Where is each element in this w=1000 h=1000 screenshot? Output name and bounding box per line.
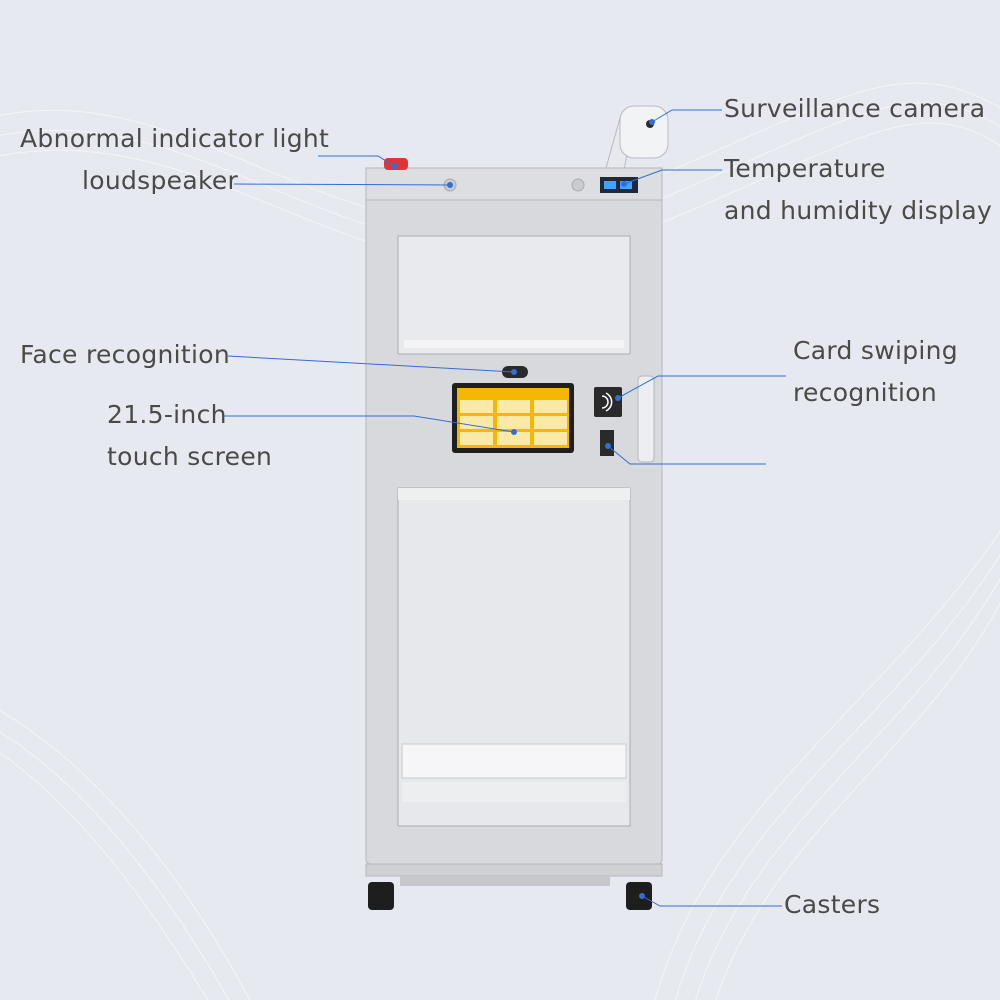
label-abnormal-indicator-light: Abnormal indicator light — [20, 124, 330, 153]
label-face-recognition: Face recognition — [20, 340, 230, 369]
label-touch-screen: touch screen — [107, 442, 273, 471]
label-casters: Casters — [784, 890, 881, 919]
indicator-light — [384, 158, 408, 170]
upper-window — [397, 235, 631, 355]
label-humidity-display: and humidity display — [724, 196, 993, 225]
speaker-grille-right — [571, 178, 585, 192]
caster-right — [626, 882, 652, 910]
speaker-grille-left — [443, 178, 457, 192]
label-card-swiping: Card swiping — [793, 336, 958, 365]
label-loudspeaker: loudspeaker — [82, 166, 239, 195]
label-screen-size: 21.5-inch — [107, 400, 227, 429]
label-temperature: Temperature — [724, 154, 886, 183]
cabinet-base — [365, 863, 663, 877]
surveillance-camera — [619, 105, 669, 159]
label-recognition: recognition — [793, 378, 937, 407]
card-slot — [600, 430, 614, 456]
door-handle — [637, 375, 655, 463]
face-recognition-camera — [502, 366, 528, 378]
caster-left — [368, 882, 394, 910]
label-surveillance-camera: Surveillance camera — [724, 94, 986, 123]
